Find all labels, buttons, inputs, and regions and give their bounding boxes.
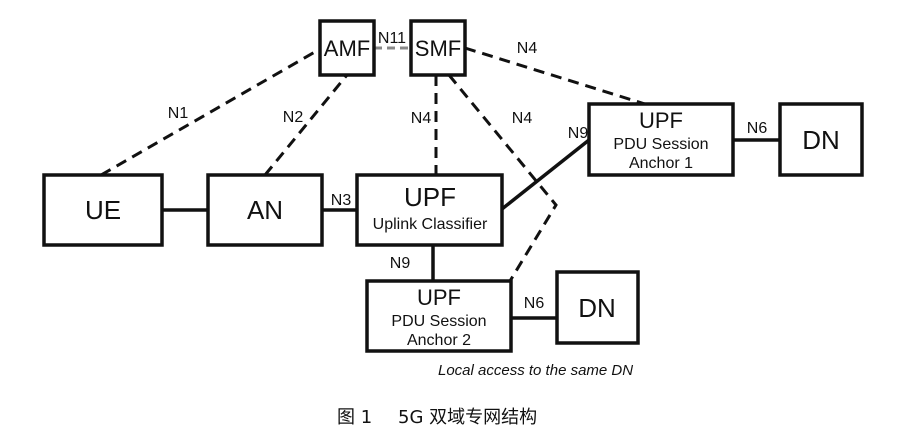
n9-ulcl-psa2-label: N9: [390, 255, 411, 272]
n3-label: N3: [331, 192, 352, 209]
ue-label: UE: [85, 195, 121, 225]
n2-label: N2: [283, 109, 304, 126]
upf-psa2-sublabel-1: PDU Session: [391, 313, 486, 330]
upf-psa1-sublabel-2: Anchor 1: [629, 155, 693, 172]
n1-link: [100, 47, 321, 177]
amf-label: AMF: [324, 36, 370, 61]
n9-ulcl-psa1-link: [500, 138, 591, 211]
n6-psa2-label: N6: [524, 295, 545, 312]
upf-uplink-classifier-node: UPF Uplink Classifier: [355, 173, 504, 247]
n6-psa1-label: N6: [747, 120, 768, 137]
upf-ulcl-label: UPF: [404, 182, 456, 212]
upf-psa1-sublabel-1: PDU Session: [613, 136, 708, 153]
local-access-note: Local access to the same DN: [438, 362, 633, 379]
upf-psa2-label: UPF: [417, 285, 461, 310]
figure-number: 图 1: [337, 407, 372, 428]
dn2-node: DN: [555, 270, 640, 345]
n11-label: N11: [378, 30, 406, 47]
figure-title: 5G 双域专网结构: [398, 407, 537, 428]
n4-smf-psa2-link: [447, 74, 558, 282]
dn2-label: DN: [578, 293, 616, 323]
an-label: AN: [247, 195, 283, 225]
n4-smf-psa1-link: [464, 46, 646, 106]
dn1-label: DN: [802, 125, 840, 155]
amf-node: AMF: [318, 19, 376, 77]
upf-psa2-sublabel-2: Anchor 2: [407, 332, 471, 349]
dn1-node: DN: [778, 102, 864, 177]
n2-link: [263, 74, 349, 176]
upf-psa2-node: UPF PDU Session Anchor 2: [365, 279, 513, 353]
n4-smf-ulcl-label: N4: [411, 110, 432, 127]
upf-psa1-node: UPF PDU Session Anchor 1: [587, 102, 735, 177]
ue-node: UE: [42, 173, 164, 247]
n4-smf-psa2-label: N4: [512, 110, 533, 127]
upf-ulcl-sublabel: Uplink Classifier: [373, 216, 488, 233]
smf-label: SMF: [415, 36, 461, 61]
upf-psa1-label: UPF: [639, 108, 683, 133]
n4-smf-psa1-label: N4: [517, 40, 538, 57]
an-node: AN: [206, 173, 324, 247]
n9-ulcl-psa1-label: N9: [568, 125, 589, 142]
n1-label: N1: [168, 105, 189, 122]
smf-node: SMF: [409, 19, 467, 77]
